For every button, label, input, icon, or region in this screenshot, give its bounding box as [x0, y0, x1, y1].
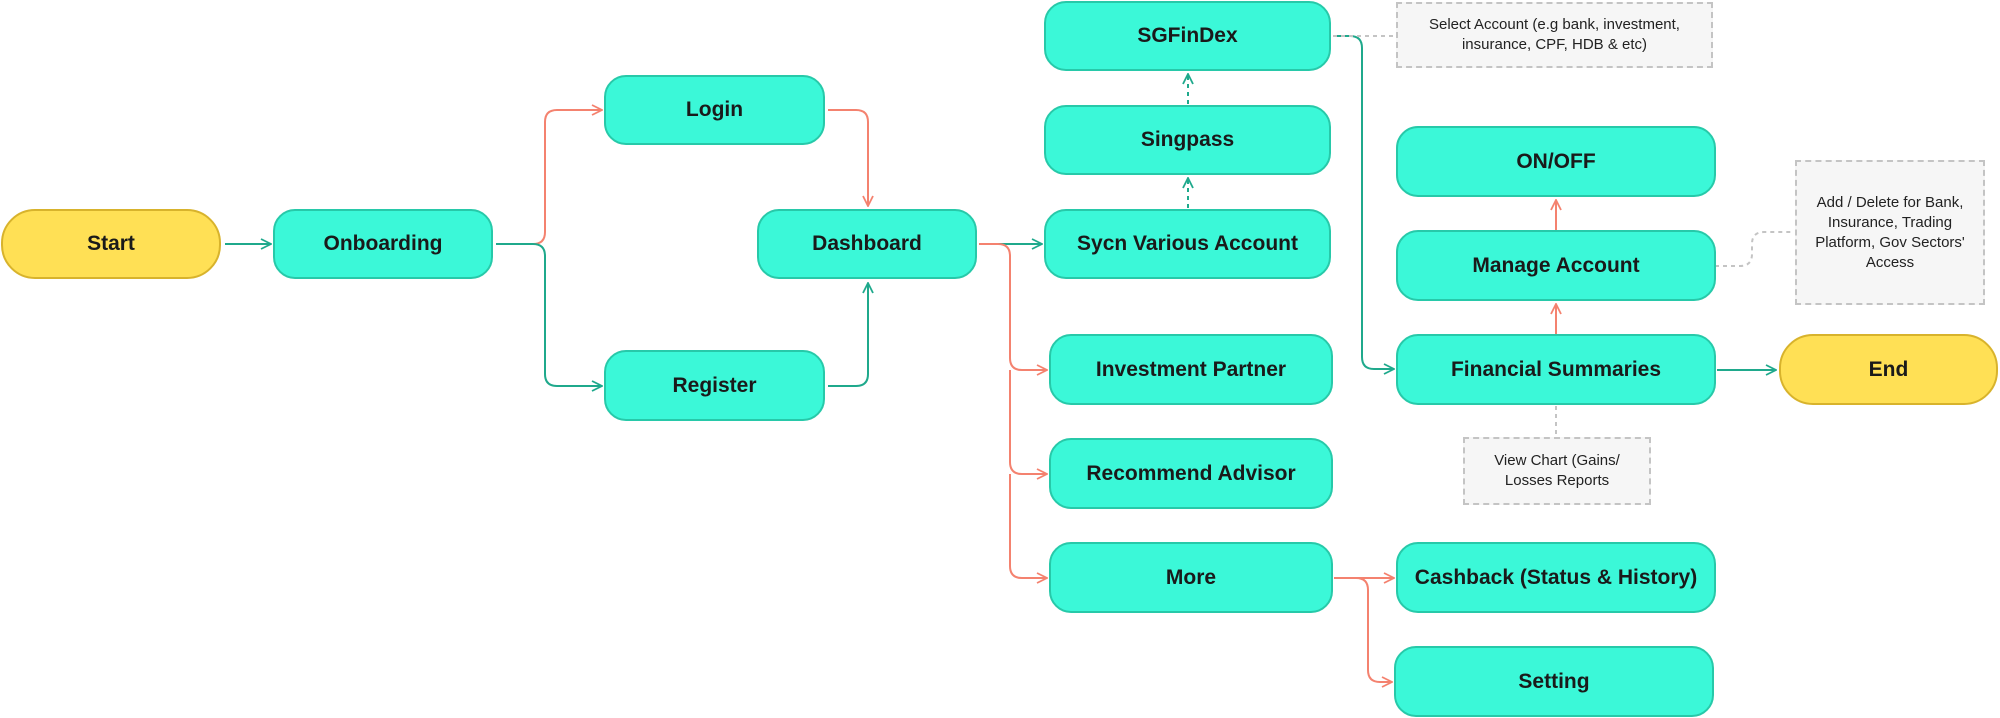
- manage-account-node: Manage Account: [1396, 230, 1716, 301]
- sync-accounts-node: Sycn Various Account: [1044, 209, 1331, 279]
- select-account-note: Select Account (e.g bank, investment, in…: [1396, 2, 1713, 68]
- connector-dashboard-investment-partner: [979, 243, 1047, 370]
- view-chart-note: View Chart (Gains/ Losses Reports: [1463, 437, 1651, 505]
- connector-more-setting: [1334, 577, 1392, 682]
- singpass-node: Singpass: [1044, 105, 1331, 175]
- connector-dashboard-more: [1009, 474, 1047, 578]
- recommend-advisor-node: Recommend Advisor: [1049, 438, 1333, 509]
- connector-login-dashboard: [828, 109, 868, 206]
- dashboard-node: Dashboard: [757, 209, 977, 279]
- more-node: More: [1049, 542, 1333, 613]
- add-delete-access-note: Add / Delete for Bank, Insurance, Tradin…: [1795, 160, 1985, 305]
- connector-register-dashboard: [828, 283, 868, 387]
- sgfindex-node: SGFinDex: [1044, 1, 1331, 71]
- connector-sgfindex-financial-summaries: [1333, 35, 1394, 369]
- connector-dashboard-recommend-advisor: [1009, 370, 1047, 474]
- connector-manage-account-access-note: [1715, 231, 1793, 267]
- connector-onboarding-login: [496, 110, 602, 245]
- investment-partner-node: Investment Partner: [1049, 334, 1333, 405]
- end-node: End: [1779, 334, 1998, 405]
- setting-node: Setting: [1394, 646, 1714, 717]
- onboarding-node: Onboarding: [273, 209, 493, 279]
- connector-onboarding-register: [496, 243, 602, 386]
- cashback-node: Cashback (Status & History): [1396, 542, 1716, 613]
- on-off-node: ON/OFF: [1396, 126, 1716, 197]
- register-node: Register: [604, 350, 825, 421]
- login-node: Login: [604, 75, 825, 145]
- financial-summaries-node: Financial Summaries: [1396, 334, 1716, 405]
- start-node: Start: [1, 209, 221, 279]
